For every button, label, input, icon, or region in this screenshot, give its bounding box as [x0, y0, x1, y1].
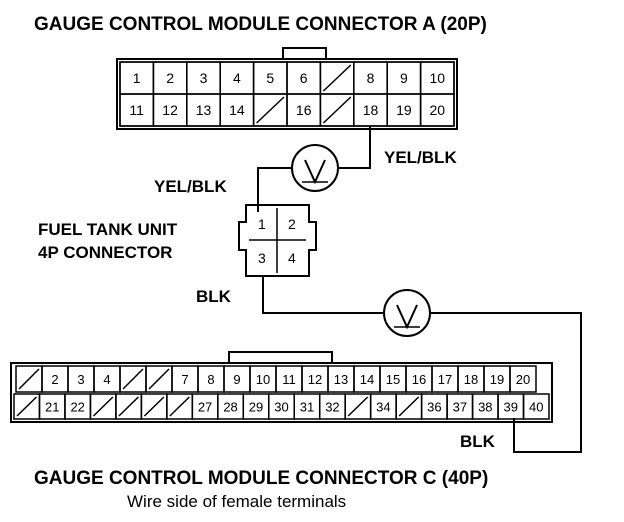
connector-c-pin-27: 27 [198, 400, 212, 415]
connector-c-pin-10: 10 [256, 372, 270, 387]
connector-a-pin-2: 2 [166, 70, 174, 86]
connector-a-housing [116, 58, 458, 130]
connector-c-empty-slot [92, 396, 114, 417]
connector-c-subtitle: Wire side of female terminals [127, 492, 346, 511]
connector-c-pin-21: 21 [45, 400, 59, 415]
connector-c-pin-4: 4 [103, 372, 110, 387]
connector-c-pin-13: 13 [334, 372, 348, 387]
connector-c-empty-slot [169, 396, 190, 417]
connector-c-pin-34: 34 [376, 400, 390, 415]
connector-a-empty-slot [322, 64, 352, 92]
voltmeter-lower-v-symbol [396, 304, 418, 330]
connector-c-pin-12: 12 [308, 372, 322, 387]
wire-label-yel-blk-left: YEL/BLK [154, 177, 227, 196]
connector-c-empty-slot [16, 396, 37, 417]
fuel-tank-connector: 1 2 3 4 [238, 204, 317, 277]
connector-a-pin-5: 5 [266, 70, 274, 86]
connector-a-title: GAUGE CONTROL MODULE CONNECTOR A (20P) [34, 14, 487, 35]
connector-c-pin-18: 18 [464, 372, 478, 387]
wire-label-blk-left: BLK [196, 287, 232, 306]
connector-c-pin-15: 15 [386, 372, 400, 387]
fuel-tank-pin-4: 4 [288, 250, 296, 266]
connector-c-pin-7: 7 [181, 372, 188, 387]
connector-c-empty-slot [148, 368, 170, 390]
connector-a-pin-11: 11 [129, 102, 144, 118]
connector-c-pin-16: 16 [412, 372, 426, 387]
wire-label-yel-blk-right: YEL/BLK [384, 148, 457, 167]
connector-a-pin-16: 16 [296, 102, 312, 118]
connector-c-empty-slot [347, 396, 369, 417]
connector-a-pin-3: 3 [200, 70, 208, 86]
voltmeter-lower [383, 289, 431, 337]
connector-c-pin-20: 20 [516, 372, 530, 387]
connector-c-empty-slot [143, 396, 165, 417]
connector-c-pin-22: 22 [70, 400, 84, 415]
voltmeter-upper [291, 144, 339, 192]
voltmeter-upper-v-symbol [304, 159, 326, 185]
connector-a-pin-1: 1 [133, 70, 141, 86]
connector-a-empty-slot [256, 96, 285, 124]
connector-c-lock-tab [228, 351, 333, 363]
connector-a-pin-18: 18 [363, 102, 379, 118]
connector-c-pin-9: 9 [233, 372, 240, 387]
fuel-tank-connector-housing [238, 204, 317, 277]
connector-c-pin-2: 2 [51, 372, 58, 387]
connector-a-pin-9: 9 [400, 70, 408, 86]
connector-c-empty-slot [118, 396, 139, 417]
connector-c-pin-14: 14 [360, 372, 374, 387]
connector-c-pin-8: 8 [207, 372, 214, 387]
connector-c-empty-slot [122, 368, 144, 390]
connector-c-pin-39: 39 [504, 400, 518, 415]
connector-c-pin-3: 3 [77, 372, 84, 387]
connector-c-pin-28: 28 [223, 400, 237, 415]
connector-c-empty-slot [18, 368, 40, 390]
connector-c-pin-30: 30 [274, 400, 288, 415]
wire-meter-to-tank-pin1 [257, 167, 292, 212]
connector-a-pin-8: 8 [367, 70, 375, 86]
connector-c-housing [10, 362, 553, 423]
connector-a-pin-20: 20 [430, 102, 446, 118]
connector-c-pin-32: 32 [325, 400, 339, 415]
connector-c-cell [522, 393, 550, 420]
connector-c-pin-38: 38 [478, 400, 492, 415]
connector-c-pin-19: 19 [490, 372, 504, 387]
connector-a-pin-6: 6 [300, 70, 308, 86]
fuel-tank-pin-1: 1 [258, 216, 266, 232]
fuel-tank-pin-2: 2 [288, 216, 296, 232]
connector-c-pin-29: 29 [249, 400, 263, 415]
wire-a18-to-meter [338, 126, 371, 169]
connector-a-pin-10: 10 [430, 70, 446, 86]
connector-a-empty-slot [322, 96, 352, 124]
connector-c-cell [509, 365, 537, 393]
connector-a-pin-13: 13 [196, 102, 212, 118]
voltmeter-upper-circle [291, 144, 339, 192]
fuel-tank-pin-3: 3 [258, 250, 266, 266]
connector-c-pin-31: 31 [300, 400, 314, 415]
connector-c-pin-40: 40 [529, 400, 543, 415]
fuel-tank-title-line1: FUEL TANK UNIT [38, 220, 178, 239]
wire-label-blk-bottom: BLK [460, 432, 496, 451]
connector-a-cell [419, 93, 455, 127]
connector-a-pin-4: 4 [233, 70, 241, 86]
connector-c-pin-37: 37 [453, 400, 467, 415]
connector-c-pin-11: 11 [282, 372, 296, 387]
connector-c-empty-slot [398, 396, 420, 417]
wire-meter-to-c39 [430, 312, 582, 453]
wire-tank-pin3-to-meter [262, 276, 384, 314]
fuel-tank-title-line2: 4P CONNECTOR [38, 243, 172, 262]
connector-a-pin-14: 14 [229, 102, 245, 118]
connector-c-title: GAUGE CONTROL MODULE CONNECTOR C (40P) [34, 468, 488, 489]
connector-a-pin-19: 19 [396, 102, 412, 118]
connector-c-pin-36: 36 [427, 400, 441, 415]
connector-a-lock-tab [282, 47, 327, 59]
voltmeter-lower-circle [383, 289, 431, 337]
connector-a-pin-12: 12 [162, 102, 178, 118]
connector-c-pin-17: 17 [438, 372, 452, 387]
